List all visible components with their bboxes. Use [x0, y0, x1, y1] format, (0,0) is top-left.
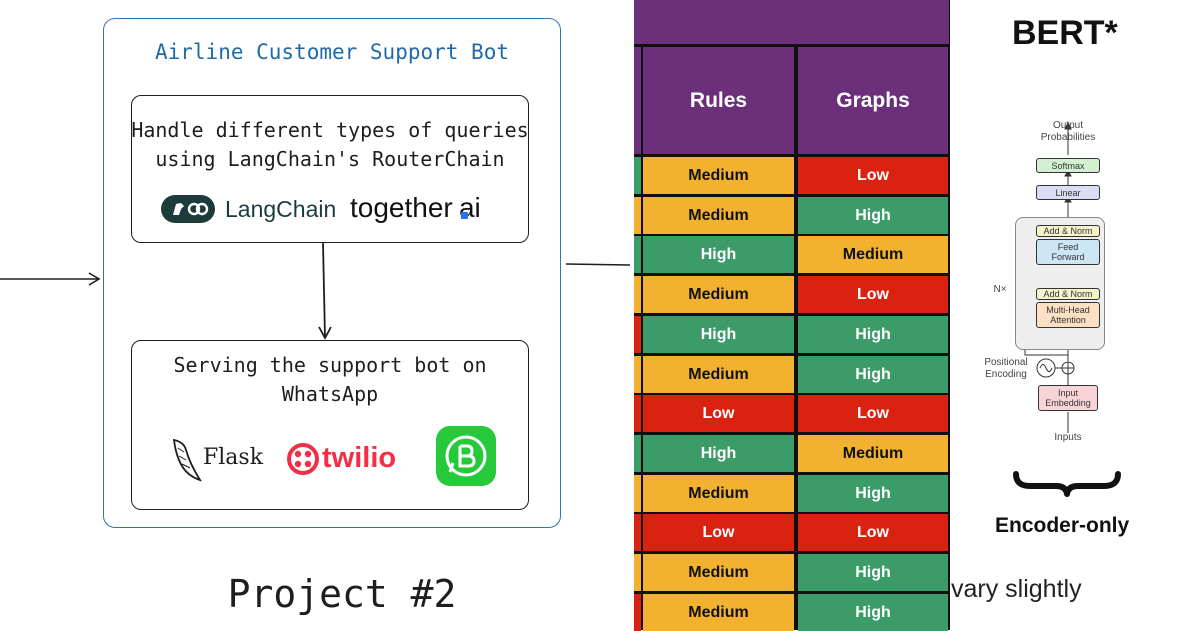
positional-line-2: Encoding — [985, 369, 1027, 380]
linear-block: Linear — [1036, 185, 1100, 200]
rules-cell: Low — [643, 395, 794, 432]
routerchain-text: Handle different types of queries using … — [131, 116, 529, 174]
flask-wordmark: Flask — [203, 445, 264, 470]
row-strip — [634, 514, 641, 551]
together-ai-wordmark: together.ai — [350, 192, 481, 224]
feed-forward-line-1: Feed — [1057, 242, 1079, 252]
rules-cell: Medium — [643, 554, 794, 591]
rules-cell: High — [643, 316, 794, 353]
feed-forward-block: Feed Forward — [1036, 239, 1100, 265]
outgoing-line — [566, 263, 631, 266]
graphs-cell: Low — [798, 514, 948, 551]
header-strip — [634, 47, 641, 154]
rules-cell: Medium — [643, 475, 794, 512]
graphs-cell: Low — [798, 157, 948, 194]
encoder-only-label: Encoder-only — [995, 514, 1130, 537]
whatsapp-b-bubble-icon — [445, 435, 487, 477]
feed-forward-line-2: Forward — [1051, 252, 1085, 262]
support-bot-title: Airline Customer Support Bot — [154, 40, 509, 64]
header-graphs: Graphs — [798, 47, 948, 154]
together-word: together — [350, 192, 452, 223]
whatsapp-serving-text: Serving the support bot on WhatsApp — [131, 351, 529, 409]
row-strip — [634, 395, 641, 432]
row-strip — [634, 157, 641, 194]
row-strip — [634, 594, 641, 631]
row-strip — [634, 276, 641, 313]
row-strip — [634, 356, 641, 393]
row-strip — [634, 554, 641, 591]
graphs-cell: Medium — [798, 435, 948, 472]
rules-cell: High — [643, 236, 794, 273]
output-label-line-2: Probabilities — [1040, 132, 1096, 143]
whatsapp-line-2: WhatsApp — [281, 382, 379, 406]
graphs-cell: High — [798, 356, 948, 393]
down-arrow — [318, 243, 332, 340]
row-strip — [634, 435, 641, 472]
project-label: Project #2 — [227, 572, 457, 616]
inputs-label: Inputs — [1054, 432, 1082, 443]
graphs-cell: High — [798, 316, 948, 353]
input-embedding-block: Input Embedding — [1038, 385, 1098, 411]
header-rules: Rules — [643, 47, 794, 154]
rules-cell: Medium — [643, 157, 794, 194]
softmax-block: Softmax — [1036, 158, 1100, 173]
add-norm-top-block: Add & Norm — [1036, 225, 1100, 237]
graphs-cell: High — [798, 554, 948, 591]
table-top-band — [634, 0, 949, 44]
row-strip — [634, 197, 641, 234]
graphs-cell: High — [798, 594, 948, 631]
rules-cell: Medium — [643, 197, 794, 234]
langchain-wordmark: LangChain — [225, 196, 337, 222]
curly-brace-icon — [1013, 471, 1121, 497]
whatsapp-business-icon — [436, 426, 496, 486]
rules-cell: Medium — [643, 276, 794, 313]
row-strip — [634, 475, 641, 512]
graphs-cell: High — [798, 197, 948, 234]
positional-encoding-label: Positional Encoding — [980, 357, 1032, 381]
graphs-cell: High — [798, 475, 948, 512]
input-embedding-line-2: Embedding — [1045, 398, 1091, 408]
input-embedding-line-1: Input — [1057, 388, 1079, 398]
attention-line-1: Multi-Head — [1046, 305, 1090, 315]
attention-line-2: Attention — [1050, 315, 1086, 325]
add-norm-bottom-block: Add & Norm — [1036, 288, 1100, 300]
rules-cell: High — [643, 435, 794, 472]
row-strip — [634, 316, 641, 353]
twilio-wordmark: twilio — [322, 442, 397, 474]
graphs-cell: Low — [798, 276, 948, 313]
routerchain-line-2: using LangChain's RouterChain — [155, 147, 505, 171]
rules-cell: Medium — [643, 594, 794, 631]
multi-head-attention-block: Multi-Head Attention — [1036, 302, 1100, 328]
positional-line-1: Positional — [984, 357, 1028, 368]
support-bot-container — [103, 18, 561, 528]
bert-title: BERT* — [1012, 14, 1118, 52]
flask-horn-icon — [172, 438, 203, 482]
rules-cell: Low — [643, 514, 794, 551]
nx-label: N× — [993, 284, 1007, 295]
incoming-arrow — [0, 272, 101, 286]
whatsapp-line-1: Serving the support bot on — [173, 353, 487, 377]
graphs-cell: Medium — [798, 236, 948, 273]
routerchain-line-1: Handle different types of queries — [131, 118, 529, 142]
rules-cell: Medium — [643, 356, 794, 393]
twilio-circle-icon — [287, 443, 319, 475]
langchain-parrot-link-icon — [173, 202, 209, 216]
caption-fragment: vary slightly — [951, 575, 1082, 603]
row-strip — [634, 236, 641, 273]
together-dot-icon — [461, 212, 468, 219]
langchain-logo-icon — [161, 195, 215, 223]
graphs-cell: Low — [798, 395, 948, 432]
output-probabilities-label: Output Probabilities — [1032, 120, 1104, 144]
output-label-line-1: Output — [1052, 120, 1084, 131]
